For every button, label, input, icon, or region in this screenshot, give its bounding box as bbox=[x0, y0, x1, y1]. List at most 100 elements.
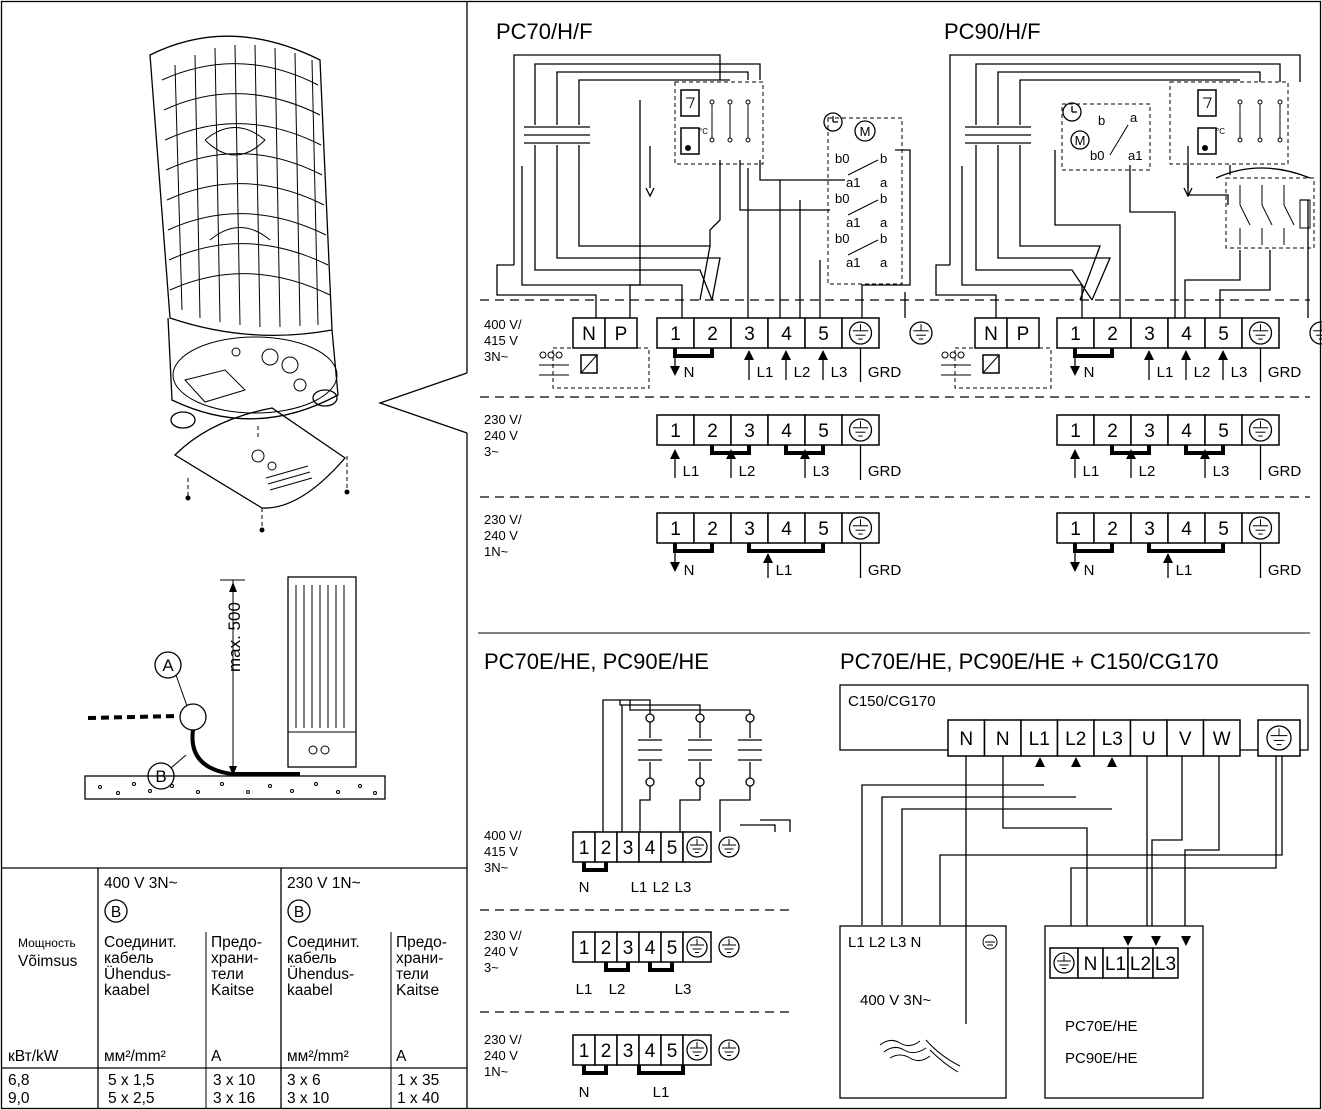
pc90hf-timer-block bbox=[1061, 103, 1151, 171]
np-pc70-p-label: P bbox=[615, 324, 628, 345]
pce-230a-terminal-1: 1 bbox=[579, 938, 590, 959]
pc90hf-heating-elements bbox=[965, 105, 1031, 166]
lower-230-1-line3: 1N~ bbox=[484, 1064, 509, 1079]
upper-400-line3: 3N~ bbox=[484, 349, 509, 364]
pc90-400-L2-label: L2 bbox=[1194, 364, 1211, 381]
diagram-titles: PC70/H/F PC90/H/F PC70E/HE, PC90E/HE PC7… bbox=[484, 19, 1218, 674]
c150-cell-5 bbox=[1093, 719, 1132, 757]
np-pc70-relay-contact2 bbox=[547, 351, 555, 359]
lower-400-line2: 415 V bbox=[484, 844, 518, 859]
pc90-400-terminal-4: 4 bbox=[1181, 324, 1192, 345]
c150-diagram: C150/CG170 L1 L2 L3 N 400 V 3N~ PC70E/HE… bbox=[839, 684, 1309, 1099]
pc90-230b-ground-icon bbox=[1248, 516, 1273, 540]
pc90-230b-l1-arrow bbox=[1163, 553, 1173, 563]
np-pc90-relay-contact2 bbox=[949, 351, 957, 359]
heater-arrow-3 bbox=[1181, 936, 1191, 946]
np-pc90-relay-contact3 bbox=[957, 351, 965, 359]
pc90-230a-cell-4 bbox=[1167, 414, 1206, 446]
pc90hf-thermostat-block bbox=[1169, 81, 1289, 165]
upper-230-3-line3: 3~ bbox=[484, 444, 499, 459]
pc70hf-celsius-label: °C bbox=[699, 127, 708, 136]
pc90-230a-grd-label: GRD bbox=[1268, 463, 1302, 480]
pc90-400-bridge bbox=[1073, 348, 1114, 358]
pc90-230b-n-label: N bbox=[1084, 562, 1095, 579]
pc90-230a-L2-label: L2 bbox=[1139, 463, 1156, 480]
heater-cell-1 bbox=[1077, 947, 1104, 979]
pce-diagram bbox=[480, 699, 791, 1013]
table-row: 9,0 5 x 2,5 3 x 16 3 x 10 1 x 40 bbox=[8, 1090, 440, 1107]
pc90-400-terminal-3: 3 bbox=[1144, 324, 1155, 345]
pc90-400-ground-icon bbox=[1248, 321, 1273, 345]
pc70-400-terminal-4: 4 bbox=[781, 324, 792, 345]
max-distance-label: max. 500 bbox=[225, 602, 244, 672]
pce-400-terminal-3: 3 bbox=[623, 838, 634, 859]
pc70hf-b-3: b bbox=[880, 231, 887, 246]
table-cable-400-l4: kaabel bbox=[104, 982, 150, 999]
pce-230a-l1-label: L1 bbox=[576, 981, 593, 998]
table-fuse-230-l1: Предо- bbox=[396, 934, 447, 951]
spec-table-grid bbox=[1, 867, 467, 1108]
pce-230a-ext-ground bbox=[718, 936, 740, 958]
pc90hf-motor-label: M bbox=[1075, 133, 1086, 148]
pc70hf-thermostat-block bbox=[674, 81, 764, 165]
pc90-400-terminal-1: 1 bbox=[1070, 324, 1081, 345]
heater-terminal-2: L1 bbox=[1105, 954, 1126, 975]
c150-arrow-3 bbox=[1107, 757, 1117, 767]
table-cell-r1-cable230: 3 x 6 bbox=[287, 1072, 321, 1089]
supply-box bbox=[839, 925, 1007, 1099]
c150-arrow-2 bbox=[1071, 757, 1081, 767]
pc70-400-L3-arrow bbox=[818, 350, 828, 360]
table-cable-230-l2: кабель bbox=[287, 950, 337, 967]
c150-terminal-3: L1 bbox=[1029, 729, 1050, 750]
pc90-230b-terminal-2: 2 bbox=[1107, 519, 1118, 540]
table-fuse-400-l4: Kaitse bbox=[211, 982, 254, 999]
c150-cell-7 bbox=[1166, 719, 1205, 757]
pc70-400-terminal-3: 3 bbox=[744, 324, 755, 345]
pce-400-ext-ground bbox=[718, 836, 740, 858]
np-pc70-relay-box bbox=[552, 347, 650, 389]
pc70-230a-ground-icon bbox=[848, 418, 873, 442]
pc90-230a-L3-arrow bbox=[1200, 449, 1210, 459]
pc70-230a-terminal-4: 4 bbox=[781, 421, 792, 442]
table-unit-kw: кВт/kW bbox=[8, 1048, 59, 1065]
supply-voltage-label: 400 V 3N~ bbox=[860, 992, 932, 1009]
pc70-400-ext-ground bbox=[909, 321, 933, 345]
pc90-400-cell-5 bbox=[1204, 317, 1243, 349]
pce-230b-l1-label: L1 bbox=[653, 1084, 670, 1101]
pc90-400-terminal-2: 2 bbox=[1107, 324, 1118, 345]
pce-230b-terminal-1: 1 bbox=[579, 1041, 590, 1062]
pc70-230b-n-arrow bbox=[670, 562, 680, 572]
np-pc70-relay-contact1 bbox=[539, 351, 547, 359]
table-unit-a-230: A bbox=[396, 1048, 407, 1065]
pc70-400-terminal-1: 1 bbox=[670, 324, 681, 345]
pc70-230a-terminal-2: 2 bbox=[707, 421, 718, 442]
pc90-230a-ground-icon bbox=[1248, 418, 1273, 442]
c150-cell-2 bbox=[983, 719, 1022, 757]
c150-arrow-1 bbox=[1035, 757, 1045, 767]
pce-400-n-label: N bbox=[579, 879, 590, 896]
pce-230a-l3-label: L3 bbox=[675, 981, 692, 998]
pce-400-l1-label: L1 bbox=[631, 879, 648, 896]
pc70hf-a-1: a bbox=[880, 175, 888, 190]
table-cell-r2-cable230: 3 x 10 bbox=[287, 1090, 330, 1107]
pc70-400-ground-cell bbox=[841, 317, 880, 349]
table-power-ru: Мощность bbox=[18, 936, 76, 950]
table-unit-a-400: A bbox=[211, 1048, 222, 1065]
c150-wiring bbox=[861, 756, 1283, 1024]
pc90-230a-cell-3 bbox=[1130, 414, 1169, 446]
pce-400-terminal-4: 4 bbox=[645, 838, 656, 859]
pc90-230a-terminal-5: 5 bbox=[1218, 421, 1229, 442]
c150-ground-icon bbox=[1266, 725, 1292, 751]
pc90-230b-bridge2 bbox=[1147, 543, 1225, 553]
heater-terminal-1: N bbox=[1084, 954, 1098, 975]
heater-ground-icon bbox=[1053, 952, 1075, 974]
table-cell-r1-cable400: 5 x 1,5 bbox=[108, 1072, 155, 1089]
pce-230a-terminal-4: 4 bbox=[645, 938, 656, 959]
pc70-230a-grd-label: GRD bbox=[868, 463, 902, 480]
pce-230a-bridge2 bbox=[648, 962, 674, 972]
pc70-230b-cell-4 bbox=[767, 512, 806, 544]
pc70-400-n-label: N bbox=[684, 364, 695, 381]
pce-230a-l2-label: L2 bbox=[609, 981, 626, 998]
